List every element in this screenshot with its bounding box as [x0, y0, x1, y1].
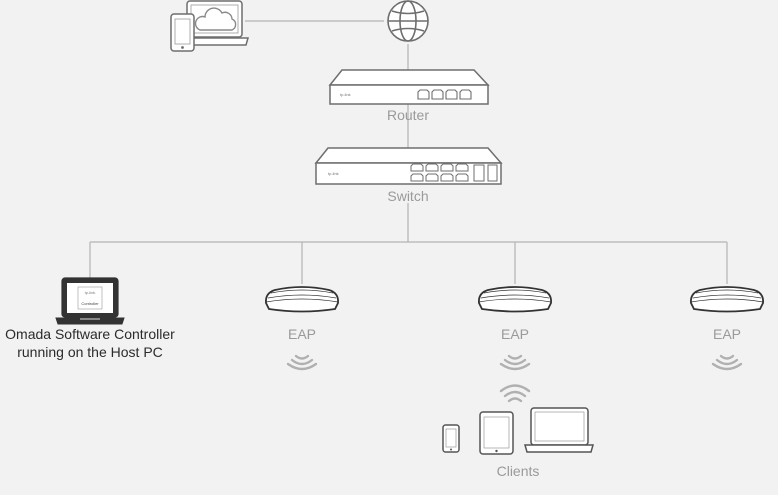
globe-icon — [387, 0, 429, 42]
client-tablet-icon — [479, 411, 514, 455]
switch-icon: tp-link — [314, 147, 503, 185]
eap2-icon — [478, 286, 552, 313]
cloud-devices — [170, 0, 249, 52]
router-icon: tp-link — [328, 69, 490, 105]
controller-screen-brand: tp-link — [85, 290, 96, 295]
eap1-icon — [265, 286, 339, 313]
router-brand-text: tp-link — [340, 92, 351, 97]
clients-label: Clients — [496, 463, 540, 479]
tablet-icon — [170, 13, 195, 52]
client-phone-icon — [442, 424, 460, 453]
eap1-wifi-icon — [286, 354, 318, 371]
router-label: Router — [386, 107, 430, 123]
connection-lines — [89, 20, 728, 284]
switch-label: Switch — [387, 188, 429, 204]
client-laptop-icon — [524, 407, 594, 453]
controller-label-line1: Omada Software Controller — [5, 326, 175, 342]
controller-label-line2: running on the Host PC — [17, 344, 163, 360]
controller-laptop-icon: tp-link Controller — [55, 277, 125, 325]
controller-screen-text: Controller — [81, 301, 99, 306]
switch-brand-text: tp-link — [328, 171, 339, 176]
eap3-icon — [690, 286, 764, 313]
clients-wifi-icon — [499, 384, 531, 403]
eap3-label: EAP — [712, 326, 741, 342]
eap3-wifi-icon — [711, 354, 743, 371]
eap2-label: EAP — [500, 326, 529, 342]
eap1-label: EAP — [287, 326, 316, 342]
eap2-wifi-icon — [499, 354, 531, 371]
cloud-icon — [194, 7, 237, 31]
